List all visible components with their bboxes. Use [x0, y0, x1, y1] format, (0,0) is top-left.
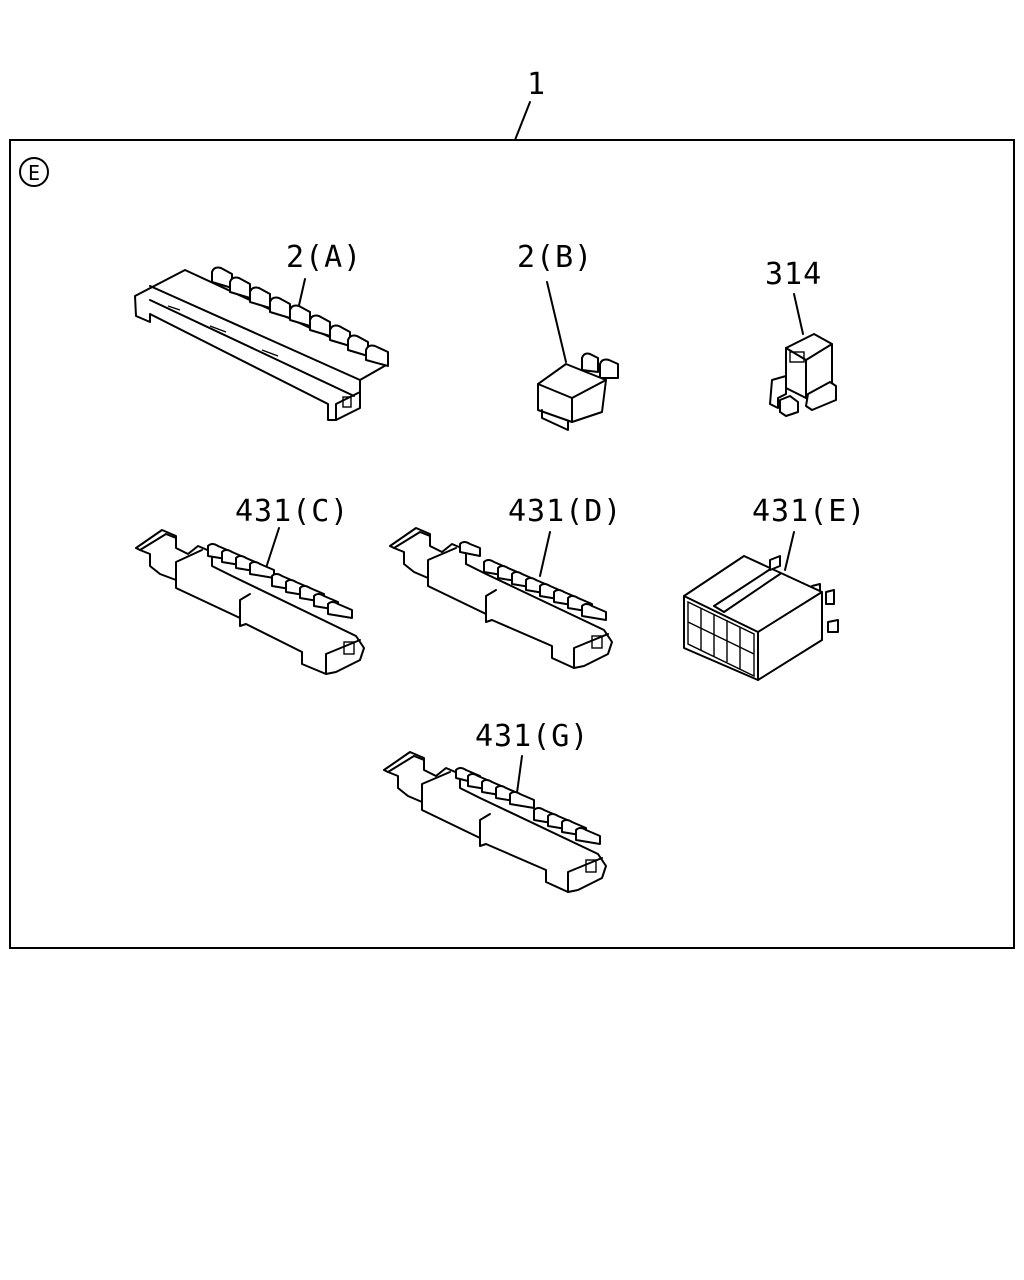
part-2b-label: 2(B) — [517, 240, 593, 275]
view-marker-letter: E — [28, 161, 40, 185]
connector-2b-drawing — [537, 352, 619, 431]
part-314-label: 314 — [765, 257, 822, 292]
part-431d: 431(D) — [389, 494, 622, 669]
part-431c: 431(C) — [135, 494, 365, 675]
part-2a-label: 2(A) — [286, 240, 362, 275]
cavity-grid-431e — [687, 600, 755, 678]
connector-314-drawing — [769, 333, 837, 417]
pins-431g — [455, 767, 601, 845]
connector-431d-drawing — [389, 527, 613, 669]
connector-431c-drawing — [135, 529, 365, 675]
part-431g-label: 431(G) — [475, 719, 589, 754]
group-frame — [9, 139, 1015, 949]
part-431d-leader — [539, 531, 551, 577]
pins-431c — [207, 543, 353, 619]
view-marker: E — [19, 157, 49, 187]
part-2b-leader — [546, 281, 567, 363]
assembly-label: 1 — [527, 67, 546, 102]
part-431c-label: 431(C) — [235, 494, 349, 529]
connector-431g-drawing — [383, 751, 607, 893]
part-431e-leader — [784, 531, 795, 571]
part-431e-label: 431(E) — [752, 494, 866, 529]
part-431g: 431(G) — [383, 719, 607, 893]
pins-431d — [459, 541, 607, 621]
part-314-leader — [793, 293, 804, 335]
part-314: 314 — [765, 257, 837, 417]
connector-2a-drawing — [134, 266, 389, 421]
connector-431e-drawing — [683, 555, 839, 681]
pins-2a — [211, 266, 389, 367]
assembly-leader — [514, 101, 531, 141]
part-431c-leader — [265, 527, 280, 569]
part-431e: 431(E) — [683, 494, 866, 681]
part-2b: 2(B) — [517, 240, 619, 431]
part-431d-label: 431(D) — [508, 494, 622, 529]
part-2a: 2(A) — [134, 240, 389, 421]
